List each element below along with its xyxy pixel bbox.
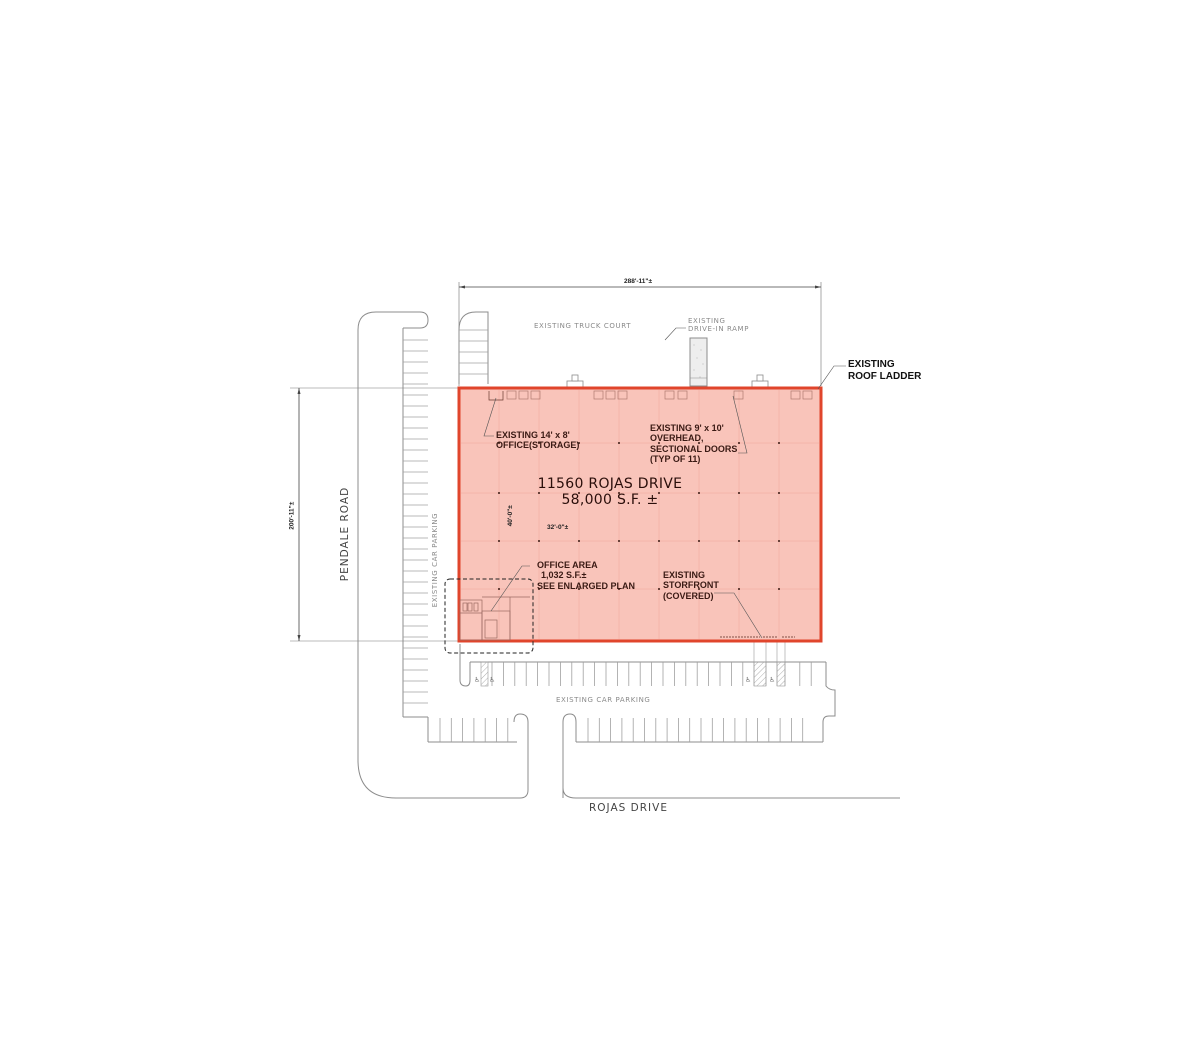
building-title: 11560 ROJAS DRIVE 58,000 S.F. ±	[530, 476, 690, 508]
storage-office-line2: OFFICE(STORAGE)	[496, 440, 580, 451]
wheelchair-icon: ♿	[489, 676, 495, 684]
storefront-callout: EXISTING STORFRONT (COVERED)	[663, 570, 719, 601]
overhead-doors-line4: (TYP OF 11)	[650, 454, 701, 465]
roof-ladder-line1: EXISTING	[848, 359, 895, 370]
office-area-line3: SEE ENLARGED PLAN	[537, 580, 636, 591]
drive-in-ramp-label: EXISTING DRIVE-IN RAMP	[688, 317, 749, 333]
column-spacing-horizontal: 32'-0"±	[547, 524, 569, 531]
overhead-doors-line3: SECTIONAL DOORS	[650, 443, 738, 454]
building-depth-dimension: 200'-11"±	[288, 501, 296, 530]
storefront-line2: STORFRONT	[663, 580, 719, 591]
truck-court-label: EXISTING TRUCK COURT	[534, 322, 632, 330]
storefront-line3: (COVERED)	[663, 590, 714, 601]
roof-ladder-line2: ROOF LADDER	[848, 370, 922, 382]
front-parking-label: EXISTING CAR PARKING	[556, 696, 651, 704]
rojas-drive-label: ROJAS DRIVE	[589, 802, 668, 814]
overhead-doors-line2: OVERHEAD,	[650, 433, 704, 444]
overhead-doors-callout: EXISTING 9' x 10' OVERHEAD, SECTIONAL DO…	[650, 423, 737, 464]
storefront-line1: EXISTING	[663, 570, 706, 580]
drive-in-ramp-label-line2: DRIVE-IN RAMP	[688, 325, 750, 334]
office-area-line2: 1,032 S.F.±	[541, 570, 587, 581]
building-width-dimension: 288'-11"±	[624, 278, 653, 285]
building-address: 11560 ROJAS DRIVE	[537, 476, 683, 492]
side-parking-label: EXISTING CAR PARKING	[431, 512, 440, 608]
storage-office-line1: EXISTING 14' x 8'	[496, 430, 570, 440]
roof-ladder-callout: EXISTING ROOF LADDER	[848, 359, 921, 382]
pendale-road-label: PENDALE ROAD	[339, 486, 352, 582]
wheelchair-icon: ♿	[474, 676, 480, 684]
office-area-line1: OFFICE AREA	[537, 560, 598, 570]
wheelchair-icon: ♿	[769, 676, 775, 684]
drive-in-ramp-label-line1: EXISTING	[688, 317, 726, 325]
column-spacing-vertical: 40'-0"±	[506, 505, 514, 527]
office-area-callout: OFFICE AREA 1,032 S.F.± SEE ENLARGED PLA…	[537, 560, 635, 591]
overhead-doors-line1: EXISTING 9' x 10'	[650, 423, 724, 433]
storage-office-callout: EXISTING 14' x 8' OFFICE(STORAGE)	[496, 430, 579, 451]
wheelchair-icon: ♿	[745, 676, 751, 684]
building-area: 58,000 S.F. ±	[561, 492, 659, 509]
